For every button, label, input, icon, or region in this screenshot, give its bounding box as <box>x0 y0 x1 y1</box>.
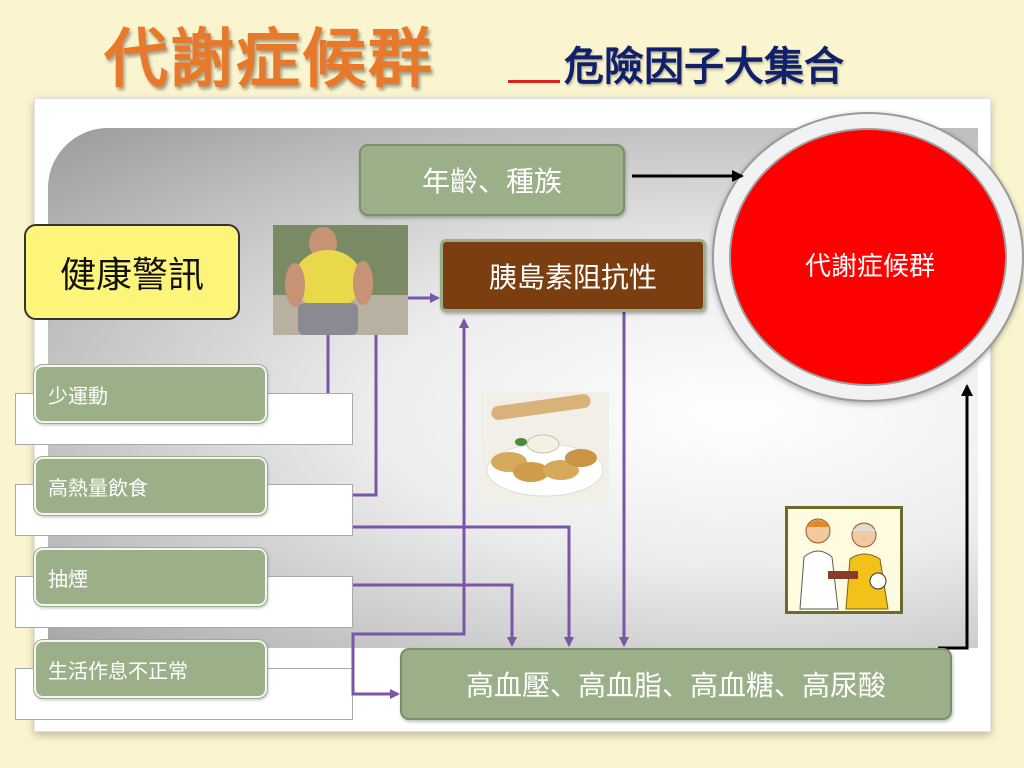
age-race-box: 年齡、種族 <box>359 144 625 216</box>
risk-factor-irregular-lifestyle: 生活作息不正常 <box>33 639 268 699</box>
health-warning-box: 健康警訊 <box>24 224 240 320</box>
fried-dumplings-photo <box>481 392 609 505</box>
lifestyle-to-insulin-arrow <box>351 318 469 678</box>
metabolic-syndrome-label: 代謝症候群 <box>804 252 935 282</box>
overweight-person-photo <box>273 225 408 335</box>
page-subtitle: 危險因子大集合 <box>564 44 844 90</box>
outcomes-box: 高血壓、高血脂、高血糖、高尿酸 <box>400 648 952 720</box>
lifestyle-to-outcomes-arrow <box>351 678 400 699</box>
diet-to-insulin-arrow <box>353 298 378 497</box>
title-dash <box>508 80 560 83</box>
risk-factor-low-exercise: 少運動 <box>33 364 268 424</box>
diet-to-outcomes-arrow <box>353 525 574 647</box>
metabolic-syndrome-circle: 代謝症候群 <box>712 112 1024 402</box>
page-title: 代謝症候群 <box>104 23 434 97</box>
risk-factor-smoking: 抽煙 <box>33 547 268 607</box>
insulin-resistance-box: 胰島素阻抗性 <box>440 239 706 312</box>
outcomes-to-syndrome-arrow <box>938 384 973 650</box>
smoking-to-outcomes-arrow <box>353 583 517 647</box>
blood-pressure-nurse-clipart <box>785 506 903 614</box>
risk-factor-high-calorie-diet: 高熱量飲食 <box>33 456 268 516</box>
